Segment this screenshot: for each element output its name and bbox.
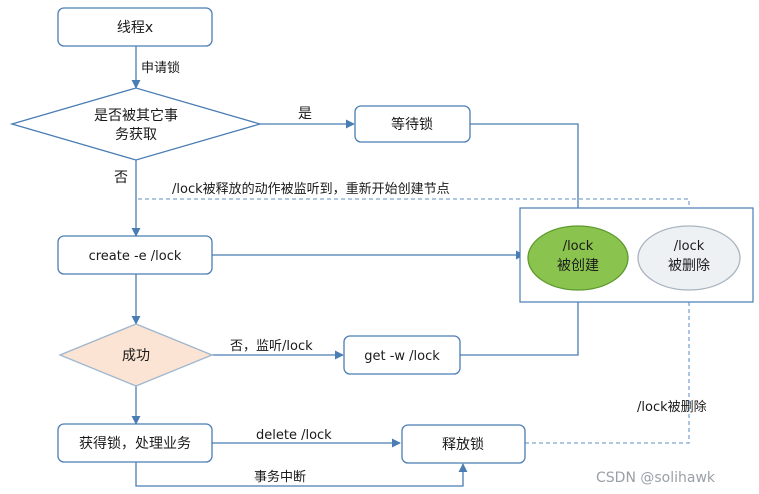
edge-lock-deleted [525,289,694,444]
label-delete: delete /lock [256,428,332,443]
label-no: 否 [114,170,128,186]
node-get-watch [343,335,461,375]
node-decision [9,87,263,161]
node-lock-created-label-1: /lock [563,239,594,254]
watermark: CSDN @solihawk [596,470,716,486]
node-lock-deleted-label-1: /lock [674,239,705,254]
label-lock-deleted: /lock被删除 [637,400,707,415]
node-acquire-label: 获得锁，处理业务 [79,435,191,452]
label-no-listen: 否，监听/lock [230,339,313,354]
node-create-label: create -e /lock [89,249,182,264]
node-get-watch-label: get -w /lock [364,349,440,364]
node-thread-label: 线程x [117,20,153,36]
node-lock-deleted-label-2: 被删除 [668,258,710,274]
label-listen-note: /lock被释放的动作被监听到，重新开始创建节点 [172,181,450,197]
edge-get-to-created [460,289,583,356]
node-thread [57,7,213,47]
node-release [401,424,526,464]
node-success-label: 成功 [122,348,150,364]
node-success [58,323,214,387]
node-acquire [57,423,213,463]
node-lock-deleted [637,225,741,291]
node-decision-label-2: 务获取 [115,127,157,143]
edge-wait-to-created [470,123,583,227]
label-yes: 是 [298,106,312,122]
label-request-lock: 申请锁 [141,60,180,76]
node-lock-created-label-2: 被创建 [557,258,599,274]
node-release-label: 释放锁 [442,437,484,453]
node-lock-created [527,225,629,291]
node-wait-lock [354,105,471,143]
edge-interrupt [135,462,468,487]
node-create [57,235,213,275]
node-wait-lock-label: 等待锁 [391,116,433,133]
node-decision-label-1: 是否被其它事 [94,107,178,124]
label-interrupt: 事务中断 [254,469,306,485]
